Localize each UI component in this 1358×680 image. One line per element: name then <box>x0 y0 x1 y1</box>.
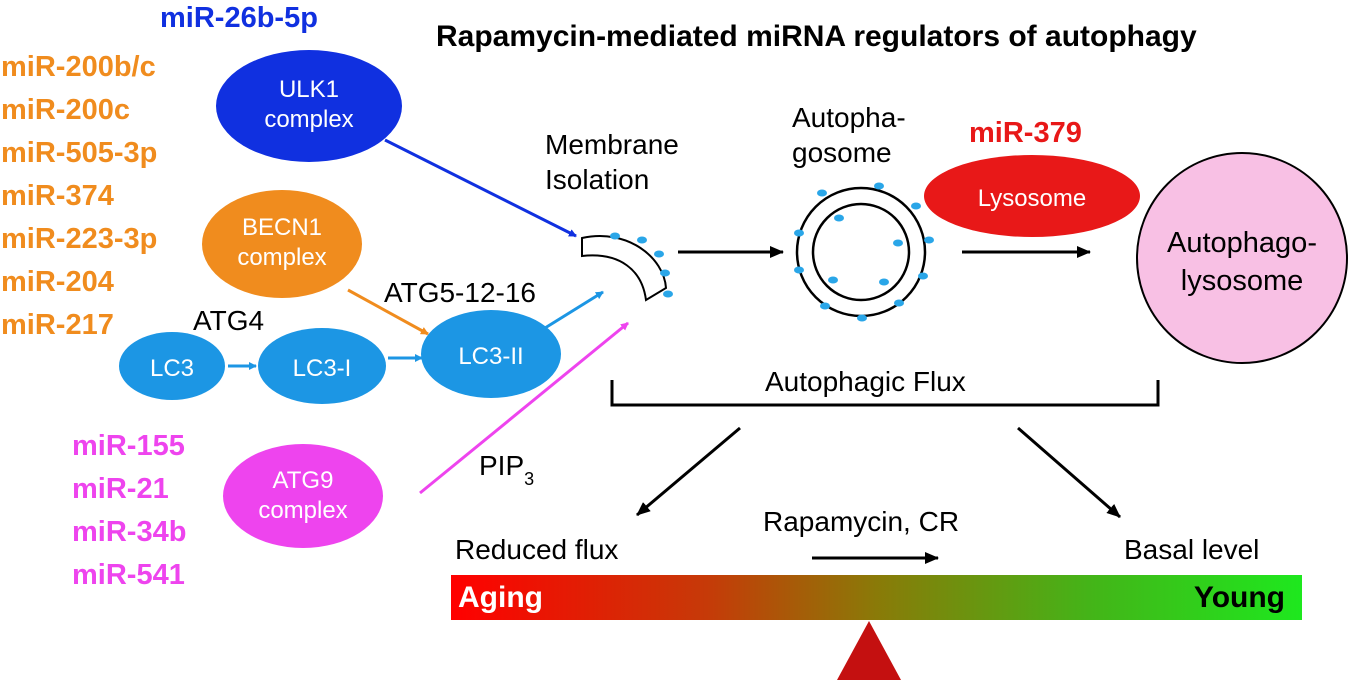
membrane-isolation-line: Membrane <box>545 129 679 160</box>
diagram-title: Rapamycin-mediated miRNA regulators of a… <box>436 20 1197 53</box>
becn1-label-line: complex <box>237 244 327 271</box>
atg5-12-16-label: ATG5-12-16 <box>384 277 536 308</box>
lc3-ii-node <box>421 310 561 398</box>
autophagolysosome-label: Autophago- lysosome <box>1142 225 1342 300</box>
autophagosome-outer <box>795 186 927 318</box>
lc3-ii-label: LC3-II <box>458 343 524 370</box>
ulk1-label-line: ULK1 <box>278 76 340 103</box>
arrow-atg9-to-membrane <box>419 321 629 495</box>
autophagolysosome-label-line: lysosome <box>1180 264 1304 297</box>
autophagosome-line: gosome <box>792 137 892 168</box>
mirna-atg9-item: miR-541 <box>72 559 185 591</box>
membrane-isolation-line: Isolation <box>545 164 650 195</box>
lc3-i-node <box>258 328 386 404</box>
scale-left-label: Aging <box>458 581 543 614</box>
aging-young-scale-bar: Aging Young <box>451 575 1302 620</box>
atg9-complex-node <box>223 444 383 548</box>
flux-bracket <box>610 380 1160 407</box>
basal-level-label: Basal level <box>1124 534 1260 565</box>
mirna-becn1-item: miR-200c <box>1 94 130 126</box>
lc3-node <box>119 332 225 400</box>
mirna-becn1-item: miR-505-3p <box>1 137 158 169</box>
becn1-complex-node <box>202 190 362 298</box>
mirna-becn1-item: miR-217 <box>1 309 114 341</box>
ulk1-label-line: complex <box>264 106 354 133</box>
mirna-becn1-item: miR-223-3p <box>1 223 158 255</box>
arrow-becn1-to-lc3ii <box>347 288 429 336</box>
mirna-becn1-item: miR-200b/c <box>1 51 156 83</box>
lysosome-node <box>924 155 1140 237</box>
membrane-dots <box>610 232 673 298</box>
lysosome-label: Lysosome <box>977 185 1087 212</box>
mirna-ulk1-1: miR-26b-5p <box>160 2 318 34</box>
autophagosome-inner <box>811 202 911 302</box>
scale-right-label: Young <box>1193 581 1285 614</box>
mirna-atg9-item: miR-34b <box>72 516 187 548</box>
autophagolysosome-node <box>1136 152 1348 364</box>
mirna-becn1-item: miR-374 <box>1 180 114 212</box>
mirna-atg9-item: miR-155 <box>72 430 185 462</box>
reduced-flux-label: Reduced flux <box>455 534 619 565</box>
atg9-label-line: complex <box>258 497 348 524</box>
atg9-label-line: ATG9 <box>272 467 334 494</box>
pip3-base: PIP <box>479 450 525 481</box>
lc3-i-label: LC3-I <box>292 355 352 382</box>
arrow-lc3ii-to-membrane <box>544 290 604 330</box>
arrow-flux-to-reduced <box>636 426 741 517</box>
ulk1-complex-node <box>216 50 402 162</box>
atg4-label: ATG4 <box>193 305 265 336</box>
becn1-label-line: BECN1 <box>241 214 323 241</box>
autophagic-flux-label: Autophagic Flux <box>765 366 966 397</box>
autophagosome-line: Autopha- <box>792 102 906 133</box>
autophagolysosome-label-line: Autophago- <box>1167 227 1317 259</box>
mirna-atg9-item: miR-21 <box>72 473 169 505</box>
arrow-ulk1-to-membrane <box>384 138 577 238</box>
lc3-label: LC3 <box>149 355 195 382</box>
pip3-label: PIP3 <box>479 450 534 489</box>
isolation-membrane <box>581 235 668 302</box>
balance-fulcrum <box>837 621 901 680</box>
membrane-isolation-label: Membrane Isolation <box>545 127 679 197</box>
arrow-flux-to-basal <box>1017 426 1121 519</box>
pip3-subscript: 3 <box>524 469 535 489</box>
mirna-becn1-item: miR-204 <box>1 266 114 298</box>
treatment-label: Rapamycin, CR <box>763 506 960 537</box>
ulk1-complex-label: ULK1 complex <box>219 75 399 135</box>
autophagosome-label: Autopha- gosome <box>792 100 906 170</box>
becn1-complex-label: BECN1 complex <box>202 213 362 273</box>
mirna-lysosome-1: miR-379 <box>969 117 1082 149</box>
atg9-complex-label: ATG9 complex <box>223 466 383 526</box>
autophagosome-dots <box>794 182 934 322</box>
